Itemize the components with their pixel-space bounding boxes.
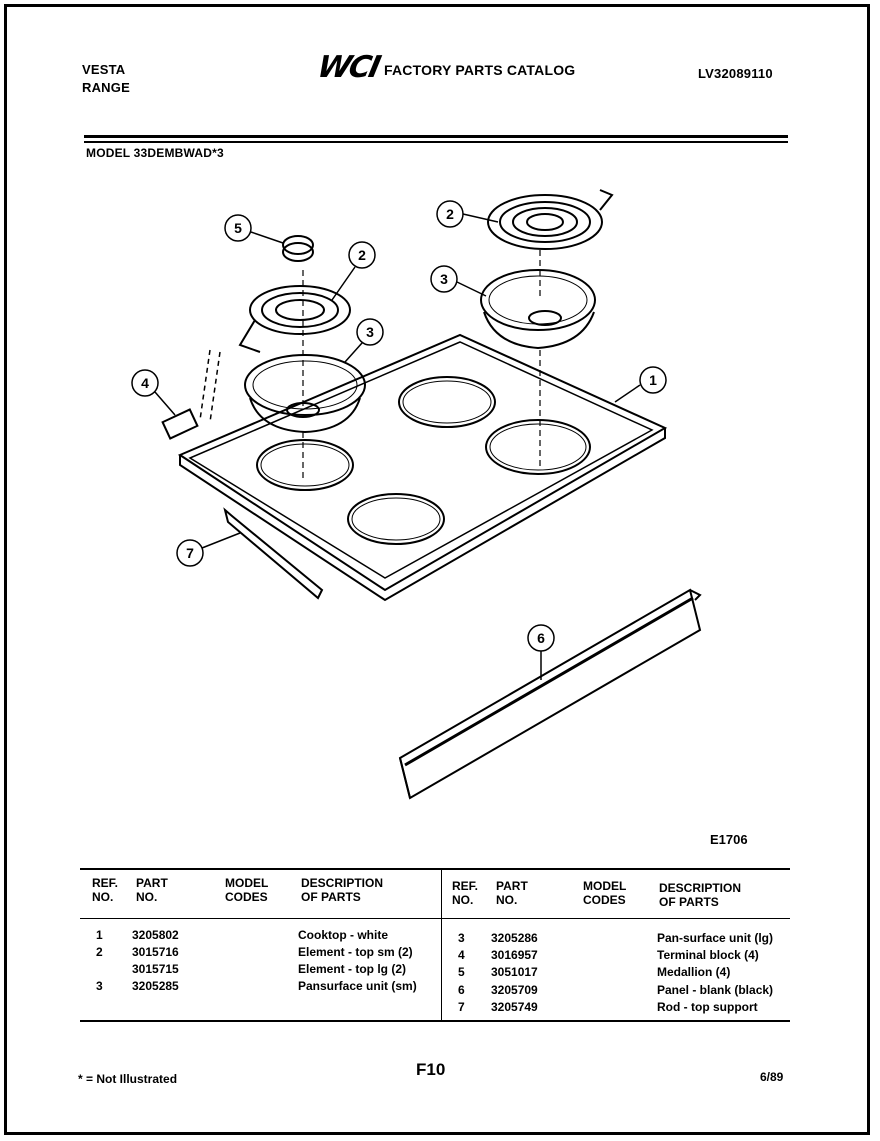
drip-pan-small bbox=[244, 354, 366, 416]
table-top-rule bbox=[80, 868, 790, 870]
table-header-rule bbox=[80, 918, 790, 919]
brand-name: VESTA bbox=[82, 62, 126, 77]
callout-2-left: 2 bbox=[358, 247, 366, 263]
page-frame bbox=[4, 4, 870, 1135]
terminal-block bbox=[161, 408, 199, 440]
model-number: MODEL 33DEMBWAD*3 bbox=[86, 146, 224, 160]
col-header-ref-right: REF.NO. bbox=[452, 879, 479, 907]
table-bottom-rule bbox=[80, 1020, 790, 1022]
catalog-title: FACTORY PARTS CATALOG bbox=[384, 62, 576, 78]
callout-4: 4 bbox=[141, 375, 149, 391]
not-illustrated-note: * = Not Illustrated bbox=[78, 1072, 178, 1086]
callout-3-right: 3 bbox=[440, 271, 448, 287]
callout-3-left: 3 bbox=[366, 324, 374, 340]
revision-date: 6/89 bbox=[760, 1070, 784, 1084]
header-rule-thin bbox=[84, 141, 788, 143]
page-number: F10 bbox=[416, 1060, 446, 1079]
coil-element-small bbox=[249, 285, 351, 335]
header-rule-thick bbox=[84, 135, 788, 138]
drip-pan-large bbox=[480, 269, 596, 331]
callout-1: 1 bbox=[649, 372, 657, 388]
callout-2-right: 2 bbox=[446, 206, 454, 222]
coil-element-large bbox=[487, 194, 603, 250]
product-type: RANGE bbox=[82, 80, 130, 95]
wci-logo: WCI bbox=[314, 50, 383, 85]
callout-5: 5 bbox=[234, 220, 242, 236]
callout-6: 6 bbox=[537, 630, 545, 646]
callout-7: 7 bbox=[186, 545, 194, 561]
table-divider bbox=[441, 868, 442, 1022]
support-rod bbox=[223, 507, 324, 600]
col-header-ref-left: REF.NO. bbox=[92, 876, 119, 904]
exploded-parts-diagram: 1 2 2 3 3 4 5 6 7 bbox=[131, 189, 702, 800]
figure-code: E1706 bbox=[710, 832, 748, 847]
medallion bbox=[282, 235, 314, 255]
catalog-code: LV32089110 bbox=[698, 66, 773, 81]
